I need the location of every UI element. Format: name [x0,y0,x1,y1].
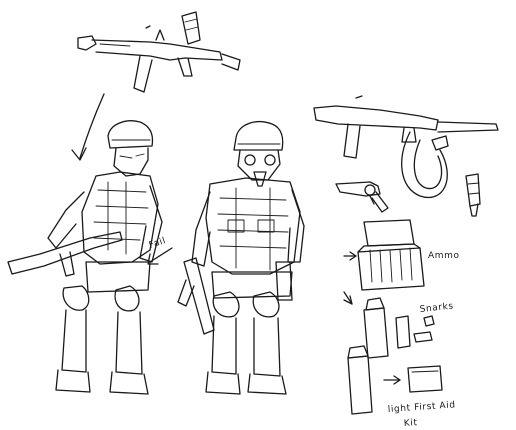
arrow-sketch [71,93,105,161]
fail-label: Fail [148,236,168,251]
submachine-gun-sketch [313,95,499,199]
assault-rifle-sketch [77,11,241,93]
first-aid-kit-sketch [347,345,443,415]
first-aid-label-line2: Kit [404,418,418,429]
soldier-two-sketch [177,121,305,395]
snarks-containers-sketch [343,291,435,359]
revolver-sketch [335,181,389,213]
ammo-box-sketch [343,219,425,291]
soldier-one-sketch [7,120,173,395]
first-aid-label-line1: light First Aid [388,400,457,415]
ammo-label: Ammo [428,251,460,261]
snarks-label: Snarks [419,301,454,315]
grenade-sketch [465,173,481,217]
